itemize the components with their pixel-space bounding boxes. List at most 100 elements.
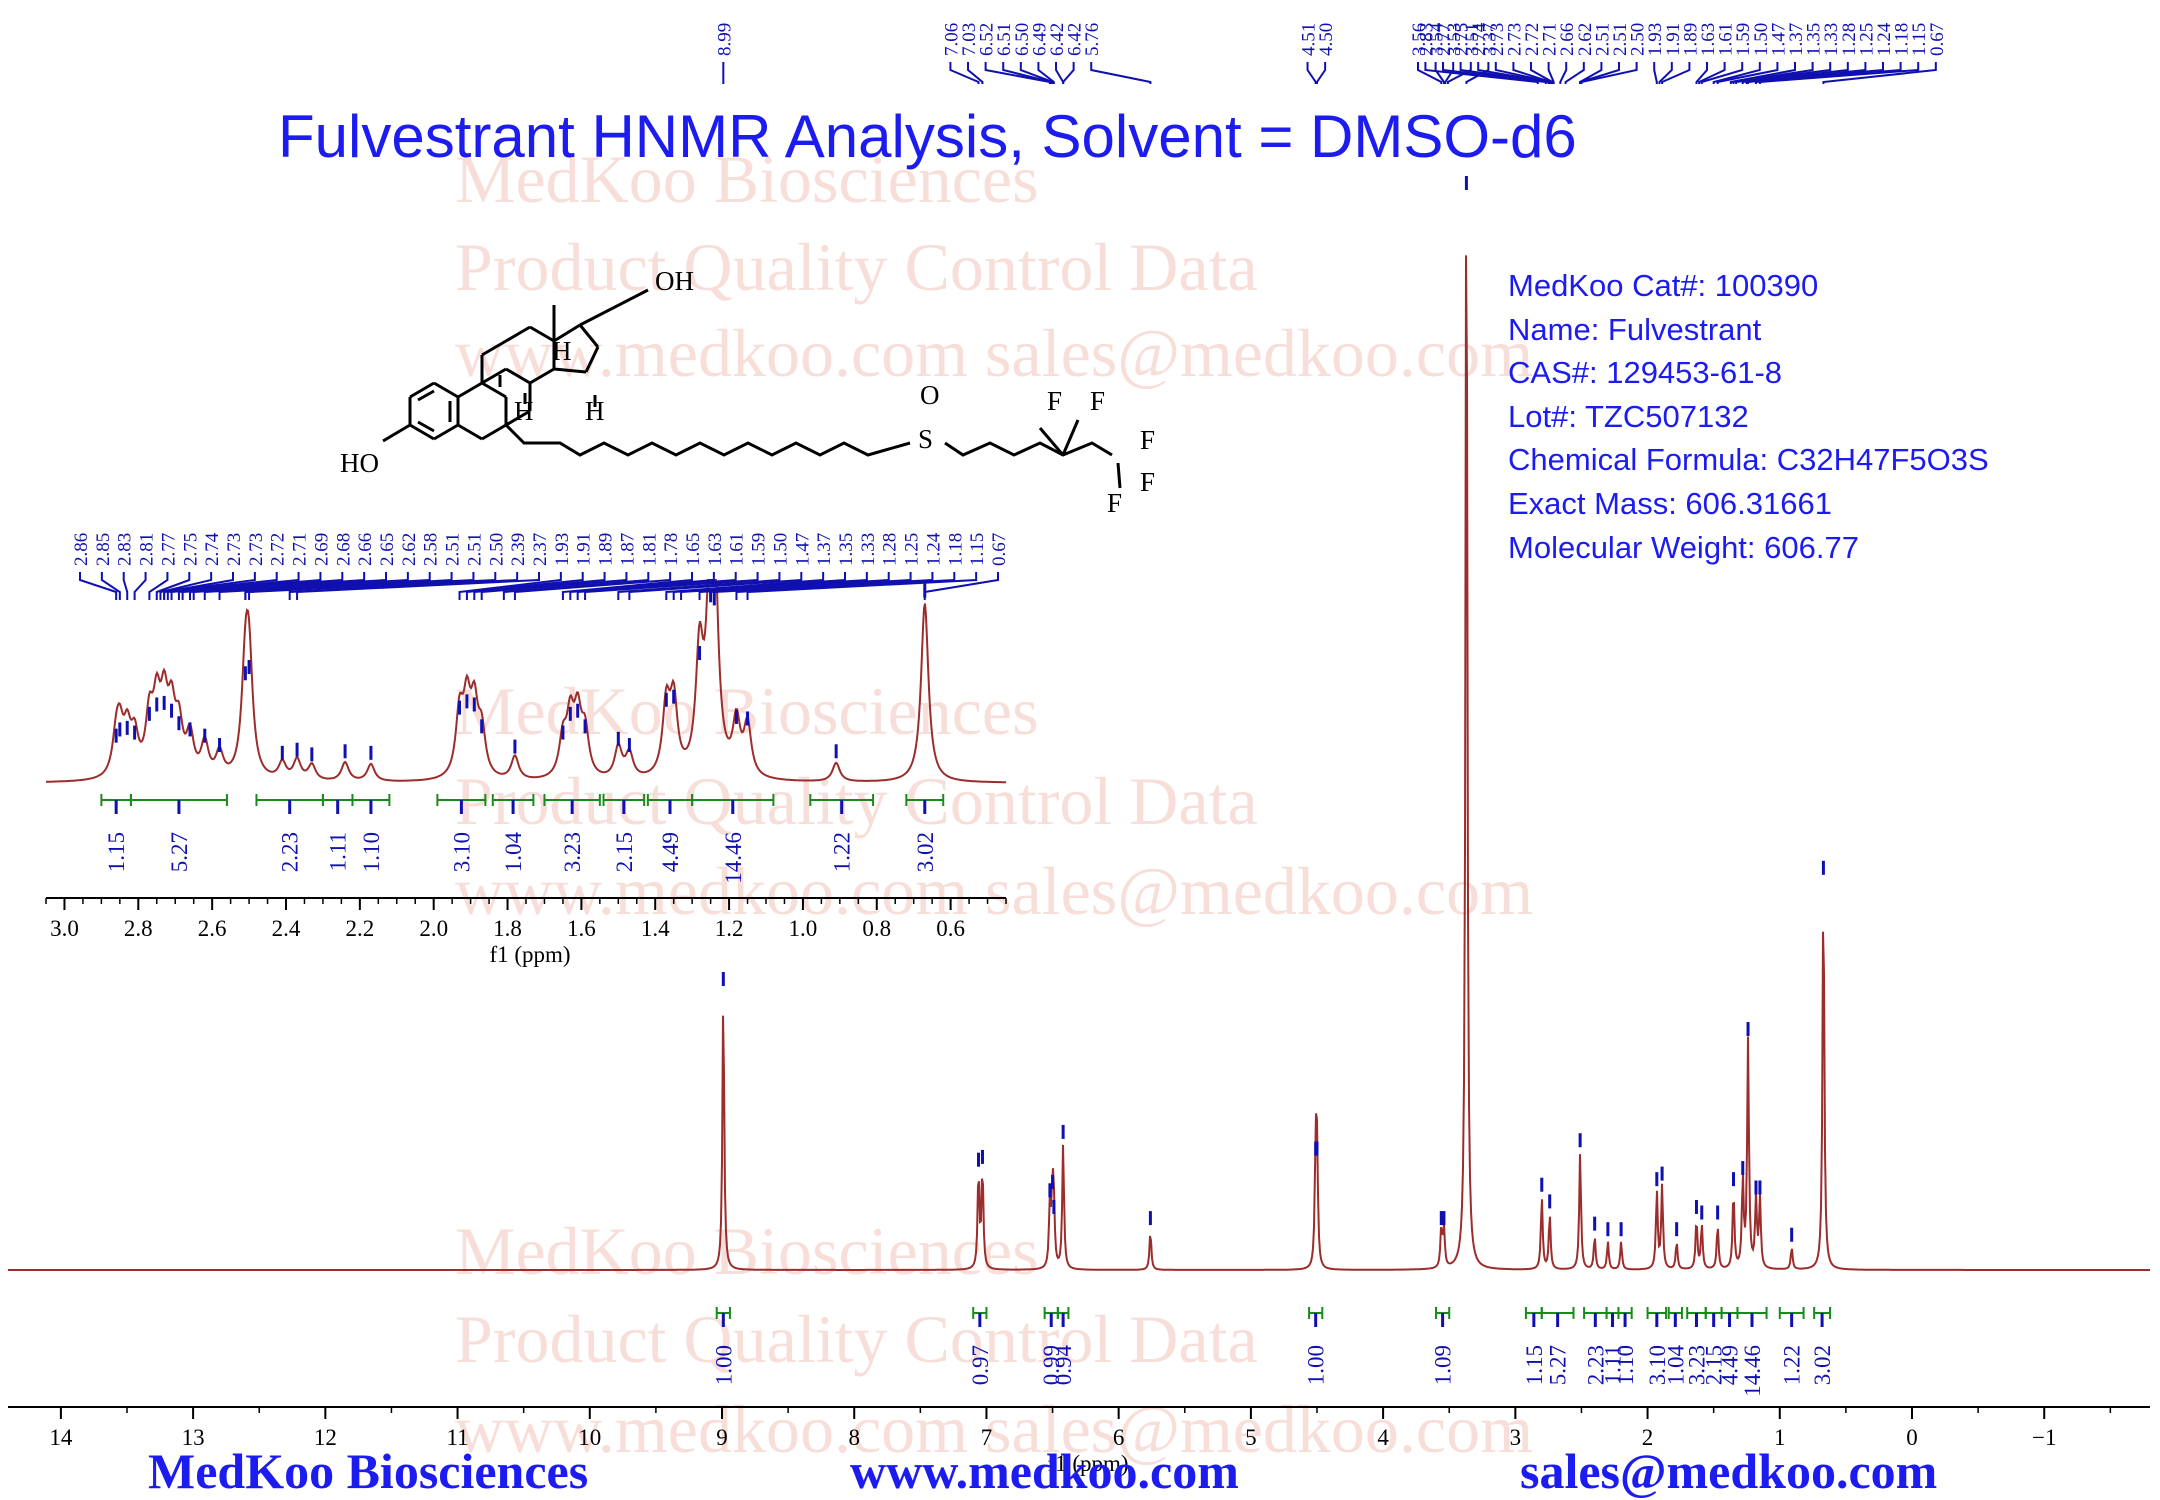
peak-label-leader bbox=[569, 572, 715, 600]
peak-label-leader bbox=[561, 572, 693, 600]
peak-label-leader bbox=[1658, 62, 1673, 84]
peak-label: 2.73 bbox=[224, 533, 245, 566]
peak-label: 2.51 bbox=[464, 533, 485, 566]
chemical-structure bbox=[382, 288, 1122, 489]
peak-label-leader bbox=[1758, 62, 1920, 84]
page-title: Fulvestrant HNMR Analysis, Solvent = DMS… bbox=[278, 103, 1577, 170]
peak-label: 6.42 bbox=[1047, 23, 1068, 56]
peak-label: 2.85 bbox=[93, 533, 114, 566]
peak-label: 1.50 bbox=[1751, 23, 1772, 56]
integral-label: 3.10 bbox=[449, 832, 474, 872]
peak-label: 4.50 bbox=[1316, 23, 1337, 56]
peak-label: 1.93 bbox=[552, 533, 573, 566]
integral-label: 3.10 bbox=[1645, 1345, 1670, 1385]
peak-label: 1.59 bbox=[749, 533, 770, 566]
info-cas: CAS#: 129453-61-8 bbox=[1508, 355, 1783, 391]
peak-label-leader bbox=[1564, 62, 1585, 84]
peak-label-leader bbox=[1729, 62, 1797, 84]
peak-label: 1.28 bbox=[880, 533, 901, 566]
peak-label: 2.65 bbox=[377, 533, 398, 566]
integral-label: 1.10 bbox=[359, 832, 384, 872]
peak-label-leader bbox=[746, 572, 978, 600]
peak-label-leader bbox=[148, 572, 169, 600]
peak-label: 1.61 bbox=[1716, 23, 1737, 56]
peak-label: 2.51 bbox=[443, 533, 464, 566]
peak-label: 2.71 bbox=[1540, 23, 1561, 56]
peak-label-leader bbox=[79, 572, 118, 600]
peak-label: 1.91 bbox=[574, 533, 595, 566]
watermark-1c: MedKoo Biosciences bbox=[455, 1213, 1039, 1289]
integral-label: 0.94 bbox=[1051, 1345, 1076, 1386]
integral-label: 14.46 bbox=[721, 832, 746, 884]
peak-label-leader bbox=[1090, 62, 1152, 84]
peak-label: 1.89 bbox=[596, 533, 617, 566]
watermark-1b: MedKoo Biosciences bbox=[455, 673, 1039, 749]
peak-label: 3.53 bbox=[1444, 23, 1465, 56]
peak-label: 1.89 bbox=[1680, 23, 1701, 56]
peak-label: 1.25 bbox=[902, 533, 923, 566]
peak-label: 2.83 bbox=[115, 533, 136, 566]
peak-label: 1.63 bbox=[1698, 23, 1719, 56]
info-lot: Lot#: TZC507132 bbox=[1508, 398, 1749, 434]
integral-label: 1.00 bbox=[1304, 1345, 1329, 1385]
integral-label: 2.23 bbox=[278, 832, 303, 872]
peak-label: 2.50 bbox=[1628, 23, 1649, 56]
spectrum-trace bbox=[46, 579, 1006, 784]
peak-label-leader bbox=[248, 572, 497, 600]
structure-label-h2: H bbox=[514, 396, 534, 426]
integral-label: 0.99 bbox=[1039, 1345, 1064, 1385]
peak-label: 3.37 bbox=[1479, 23, 1500, 56]
peak-label: 2.77 bbox=[158, 533, 179, 566]
peak-label-leader bbox=[1653, 62, 1658, 84]
peak-label: 2.51 bbox=[1610, 23, 1631, 56]
integral-label: 1.04 bbox=[1663, 1345, 1688, 1386]
peak-label-leader bbox=[1002, 62, 1053, 84]
peak-label-leader bbox=[1661, 62, 1691, 84]
peak-label-leader bbox=[1055, 62, 1065, 84]
peak-label-leader bbox=[1424, 62, 1539, 84]
peak-label-leader bbox=[155, 572, 191, 600]
structure-labels: OH HO H H H O S F F F F F bbox=[340, 266, 1155, 518]
peak-label: 2.37 bbox=[530, 533, 551, 566]
peak-label: 1.15 bbox=[1909, 23, 1930, 56]
peak-label-leader bbox=[923, 572, 999, 600]
peak-label: 2.86 bbox=[71, 533, 92, 566]
peak-label: 2.75 bbox=[1452, 23, 1473, 56]
peak-label: 1.61 bbox=[727, 533, 748, 566]
peak-label-leader bbox=[1459, 62, 1550, 84]
peak-label: 2.74 bbox=[202, 532, 223, 566]
integral-label: 2.15 bbox=[1702, 1345, 1727, 1385]
peak-label: 2.39 bbox=[508, 533, 529, 566]
spectrum-trace bbox=[8, 255, 2150, 1271]
peak-label-leader bbox=[133, 572, 147, 600]
peak-label-leader bbox=[584, 572, 759, 600]
integral-label: 1.22 bbox=[1780, 1345, 1805, 1385]
x-tick-label: 2.6 bbox=[198, 916, 227, 941]
integral-label: 3.23 bbox=[560, 832, 585, 872]
integral-label: 1.04 bbox=[501, 832, 526, 873]
structure-label-s: S bbox=[918, 424, 933, 454]
peak-label: 1.18 bbox=[945, 533, 966, 566]
peak-label: 2.66 bbox=[355, 533, 376, 566]
peak-label-leader bbox=[680, 572, 868, 600]
integral-label: 14.46 bbox=[1740, 1345, 1765, 1397]
structure-label-h1: H bbox=[552, 336, 572, 366]
peak-label-leader bbox=[1306, 62, 1317, 84]
peak-label: 2.62 bbox=[399, 533, 420, 566]
peak-label: 1.63 bbox=[705, 533, 726, 566]
peak-label: 1.35 bbox=[836, 533, 857, 566]
peak-label: 1.35 bbox=[1804, 23, 1825, 56]
peak-label: 1.24 bbox=[1874, 22, 1895, 56]
peak-label: 1.37 bbox=[1786, 23, 1807, 56]
peak-label: 1.18 bbox=[1892, 23, 1913, 56]
peak-label-leader bbox=[502, 572, 650, 600]
x-tick-label: 1.8 bbox=[493, 916, 522, 941]
footer-company: MedKoo Biosciences bbox=[148, 1443, 589, 1499]
peak-label-leader bbox=[1037, 62, 1055, 84]
peak-label: 2.73 bbox=[246, 533, 267, 566]
info-formula: Chemical Formula: C32H47F5O3S bbox=[1508, 442, 1989, 478]
peak-label-leader bbox=[1716, 62, 1779, 84]
x-tick-label: 1.4 bbox=[641, 916, 670, 941]
x-tick-label: 9 bbox=[716, 1425, 728, 1450]
